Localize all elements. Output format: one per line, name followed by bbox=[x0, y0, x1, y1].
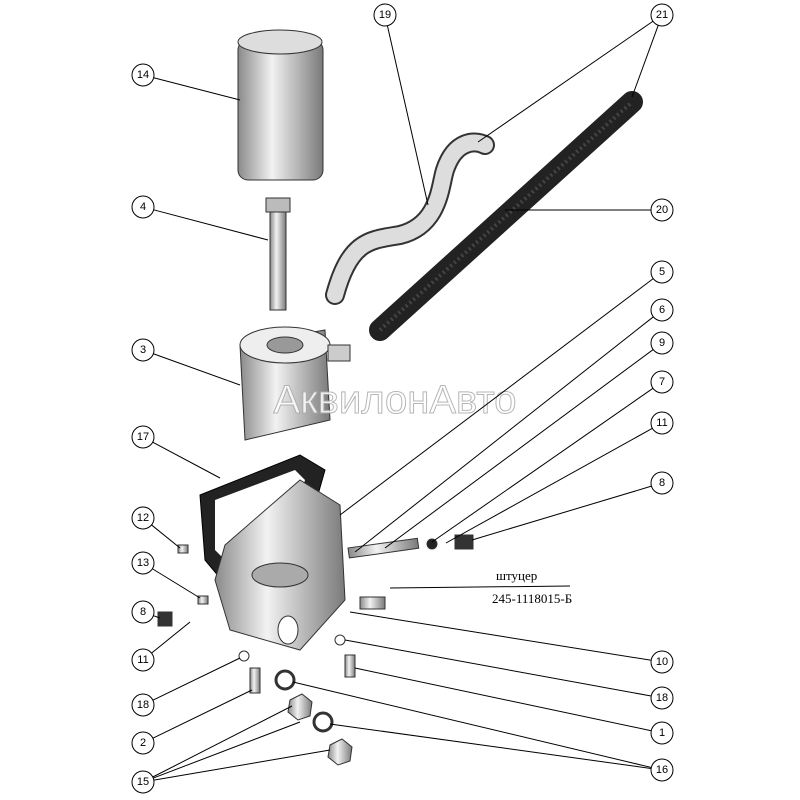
leader-line bbox=[354, 316, 654, 553]
callout-label: 12 bbox=[137, 512, 149, 524]
callout-label: 8 bbox=[140, 606, 146, 618]
callout-label: 18 bbox=[137, 699, 149, 711]
callout-circle bbox=[131, 600, 155, 624]
oil-filter-part bbox=[237, 29, 324, 181]
leader-line bbox=[384, 349, 654, 549]
callout-label: 19 bbox=[379, 9, 391, 21]
leader-line bbox=[339, 278, 654, 516]
callout-label: 15 bbox=[137, 776, 149, 788]
callout-circle bbox=[131, 770, 155, 794]
watermark: АквилонАвто bbox=[273, 378, 516, 422]
leader-line bbox=[152, 705, 293, 778]
callout-label: 13 bbox=[137, 557, 149, 569]
oil-cooler-part bbox=[239, 326, 351, 441]
leader-line bbox=[471, 485, 652, 541]
callout-label: 5 bbox=[659, 266, 665, 278]
leader-line bbox=[445, 427, 653, 544]
callout-circle bbox=[131, 551, 155, 575]
callout-label: 10 bbox=[656, 656, 668, 668]
leader-line bbox=[631, 25, 659, 98]
callout-circle bbox=[373, 3, 397, 27]
callout-label: 3 bbox=[140, 344, 146, 356]
callout-circle bbox=[650, 650, 674, 674]
callout-circle bbox=[650, 3, 674, 27]
callout-label: 2 bbox=[140, 737, 146, 749]
callout-group: 14 4 3 17 12 13 8 11 18 2 15 19 21 20 5 6 9 7 11 8 10 18 1 16 bbox=[131, 3, 674, 794]
callout-circle bbox=[650, 471, 674, 495]
leader-line bbox=[153, 721, 301, 779]
leader-line bbox=[386, 25, 429, 206]
callout-label: 18 bbox=[656, 692, 668, 704]
callout-circle bbox=[131, 63, 155, 87]
leader-line bbox=[153, 615, 161, 619]
callout-label: 14 bbox=[137, 69, 149, 81]
callout-circle bbox=[650, 686, 674, 710]
leader-line bbox=[152, 689, 253, 739]
callout-circle bbox=[650, 260, 674, 284]
leader-line bbox=[431, 387, 654, 543]
leader-line bbox=[153, 209, 269, 241]
fitting-part bbox=[265, 197, 291, 311]
leader-line bbox=[151, 621, 191, 654]
note-line1: штуцер bbox=[496, 568, 537, 583]
small-parts bbox=[157, 534, 474, 766]
leader-line bbox=[349, 611, 652, 661]
callout-circle bbox=[650, 758, 674, 782]
callout-circle bbox=[131, 693, 155, 717]
callout-label: 11 bbox=[656, 417, 667, 429]
leader-line bbox=[329, 723, 652, 769]
callout-circle bbox=[650, 298, 674, 322]
leader-line bbox=[153, 353, 241, 386]
callout-circle bbox=[131, 425, 155, 449]
leader-line bbox=[153, 749, 331, 781]
callout-circle bbox=[131, 338, 155, 362]
callout-label: 17 bbox=[137, 431, 149, 443]
callout-label: 21 bbox=[656, 9, 668, 21]
callout-label: 11 bbox=[137, 654, 148, 666]
callout-label: 16 bbox=[656, 764, 668, 776]
filter-housing-part bbox=[214, 479, 346, 651]
callout-circle bbox=[650, 721, 674, 745]
callout-circle bbox=[650, 198, 674, 222]
callout-circle bbox=[650, 411, 674, 435]
callout-label: 9 bbox=[659, 337, 665, 349]
leader-line bbox=[152, 568, 201, 599]
leader-line bbox=[153, 77, 241, 101]
leader-line bbox=[477, 20, 654, 143]
note-line2: 245-1118015-Б bbox=[492, 591, 572, 606]
hose-19-part bbox=[325, 132, 495, 305]
callout-label: 6 bbox=[659, 304, 665, 316]
callout-circle bbox=[650, 370, 674, 394]
leader-line bbox=[354, 667, 652, 732]
callout-circle bbox=[131, 731, 155, 755]
callout-circle bbox=[131, 195, 155, 219]
callout-label: 20 bbox=[656, 204, 668, 216]
callout-label: 8 bbox=[659, 477, 665, 489]
leader-line bbox=[151, 524, 181, 549]
callout-circle bbox=[131, 506, 155, 530]
leader-line bbox=[152, 441, 221, 479]
callout-label: 4 bbox=[140, 201, 146, 213]
callout-label: 7 bbox=[659, 376, 665, 388]
leader-line bbox=[292, 681, 652, 768]
callout-circle bbox=[131, 648, 155, 672]
callout-circle bbox=[650, 331, 674, 355]
leader-line bbox=[344, 639, 652, 697]
leader-line bbox=[152, 657, 241, 701]
callout-label: 1 bbox=[659, 727, 665, 739]
